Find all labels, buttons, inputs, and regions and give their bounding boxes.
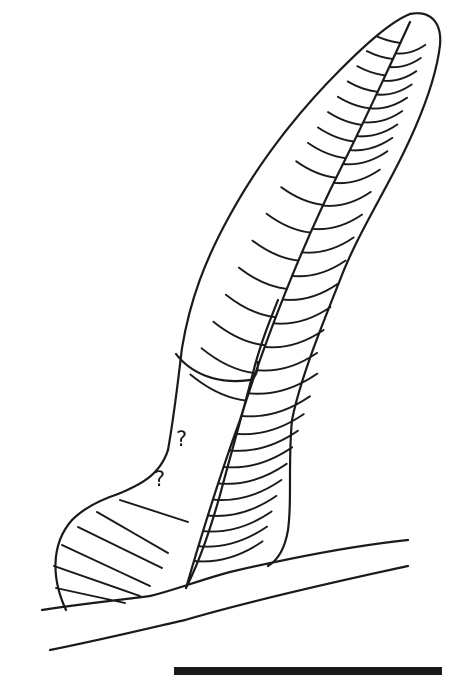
secondary-vein [343, 151, 387, 164]
basal-lobe-vein [62, 545, 150, 586]
leaf-left-margin [118, 14, 410, 494]
secondary-vein [376, 36, 400, 43]
right-secondary-veins [194, 45, 425, 562]
basal-lobe-vein [78, 527, 162, 568]
secondary-vein [249, 374, 318, 394]
secondary-vein [350, 138, 392, 150]
basal-lobe-vein [97, 512, 168, 553]
secondary-vein [370, 98, 407, 109]
leaf-right-margin [268, 13, 440, 566]
secondary-vein [302, 238, 354, 253]
secondary-vein [348, 82, 378, 92]
secondary-vein [389, 58, 421, 67]
secondary-vein [241, 396, 310, 416]
secondary-vein [357, 125, 398, 137]
basal-lobe-vein [54, 566, 140, 596]
unknown-marker: ? [176, 427, 187, 451]
midrib [186, 22, 410, 588]
stem [42, 540, 408, 650]
secondary-vein [383, 71, 416, 81]
secondary-vein [312, 215, 362, 230]
secondary-vein [281, 187, 323, 205]
secondary-vein [334, 170, 380, 184]
stem-upper-edge [42, 540, 408, 610]
secondary-vein [367, 51, 393, 59]
basal-lobe-vein [120, 500, 188, 522]
secondary-vein [267, 214, 311, 233]
secondary-vein [273, 307, 330, 324]
secondary-vein [357, 66, 385, 75]
secondary-vein [377, 85, 412, 95]
stem-lower-edge [50, 566, 408, 650]
basal-lobe-vein [56, 588, 125, 603]
scale-bar [174, 667, 442, 675]
leaf-outline [118, 13, 440, 588]
secondary-vein [292, 261, 345, 277]
secondary-vein [363, 111, 402, 122]
basal-lobe-outline [55, 494, 118, 610]
secondary-vein [239, 268, 287, 289]
secondary-vein [328, 112, 362, 125]
secondary-vein [202, 348, 256, 373]
secondary-vein [253, 241, 299, 261]
secondary-vein [226, 295, 276, 318]
preserved-boundary [176, 354, 258, 381]
secondary-vein [308, 143, 346, 158]
secondary-vein [213, 322, 265, 346]
secondary-vein [283, 284, 338, 300]
secondary-vein [338, 97, 370, 109]
secondary-vein [323, 192, 371, 206]
secondary-vein [296, 161, 336, 177]
unknown-marker: ? [154, 467, 165, 491]
secondary-vein [318, 128, 354, 142]
basal-lobe-left [54, 494, 188, 610]
